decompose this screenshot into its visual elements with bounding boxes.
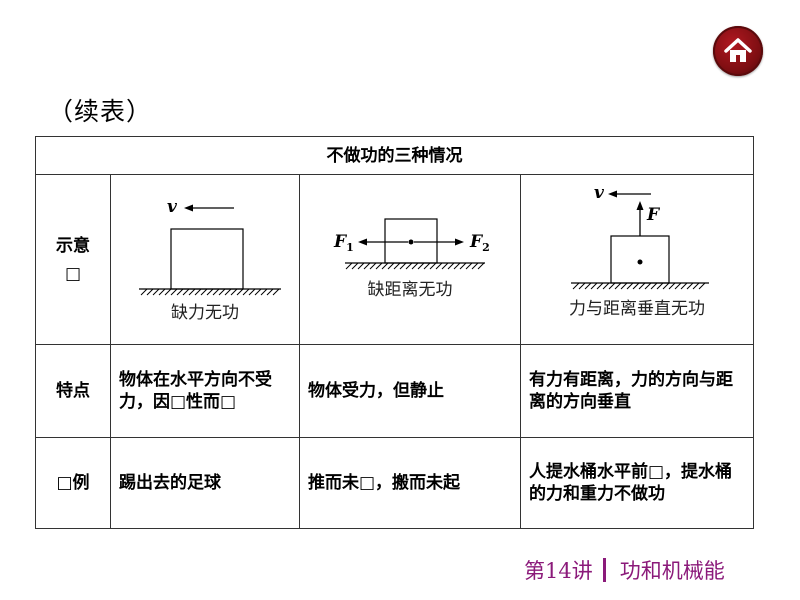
caption-no-force: 缺力无功 <box>171 303 239 323</box>
example-no-distance: 推而未□，搬而未起 <box>299 437 521 529</box>
diagram-perpendicular-svg: v F <box>571 183 709 290</box>
continued-label: （续表） <box>48 97 153 126</box>
row-header-features: 特点 <box>35 344 111 438</box>
ground-hatch <box>572 282 706 290</box>
force2-label: F2 <box>469 232 490 254</box>
table-title: 不做功的三种情况 <box>35 136 754 175</box>
velocity-label: v <box>167 197 178 217</box>
footer-lecture: 第14讲 <box>524 559 593 583</box>
force-label: F <box>646 205 661 225</box>
row-header-examples: □例 <box>35 437 111 529</box>
footer-topic: 功和机械能 <box>619 559 725 583</box>
footer-divider <box>602 558 606 582</box>
diagram-no-force-svg: v <box>139 197 281 296</box>
feature-no-force: 物体在水平方向不受力，因□性而□ <box>110 344 300 438</box>
footer: 第14讲 功和机械能 <box>524 555 725 585</box>
feature-no-distance: 物体受力，但静止 <box>299 344 521 438</box>
row-header-diagram: 示意 □ <box>35 174 111 345</box>
velocity-label: v <box>594 183 605 203</box>
force1-label: F1 <box>333 232 354 254</box>
no-work-table: 不做功的三种情况 示意 □ v 缺力无功 <box>35 136 754 529</box>
row-header-diagram-label: 示意 □ <box>56 235 90 284</box>
home-button[interactable] <box>713 26 763 76</box>
feature-perpendicular: 有力有距离，力的方向与距离的方向垂直 <box>520 344 754 438</box>
example-no-force: 踢出去的足球 <box>110 437 300 529</box>
caption-no-distance: 缺距离无功 <box>367 280 453 300</box>
ground-hatch <box>140 288 280 296</box>
block <box>170 228 244 290</box>
ground-hatch <box>345 262 485 270</box>
home-icon <box>724 38 752 62</box>
diagram-perpendicular: v F 力与距离垂直无功 <box>520 174 754 345</box>
example-perpendicular: 人提水桶水平前□，提水桶的力和重力不做功 <box>520 437 754 529</box>
diagram-no-distance: F1 F2 缺距离无功 <box>299 174 521 345</box>
diagram-no-distance-svg: F1 F2 <box>333 218 490 270</box>
caption-perpendicular: 力与距离垂直无功 <box>569 299 705 319</box>
diagram-no-force: v 缺力无功 <box>110 174 300 345</box>
